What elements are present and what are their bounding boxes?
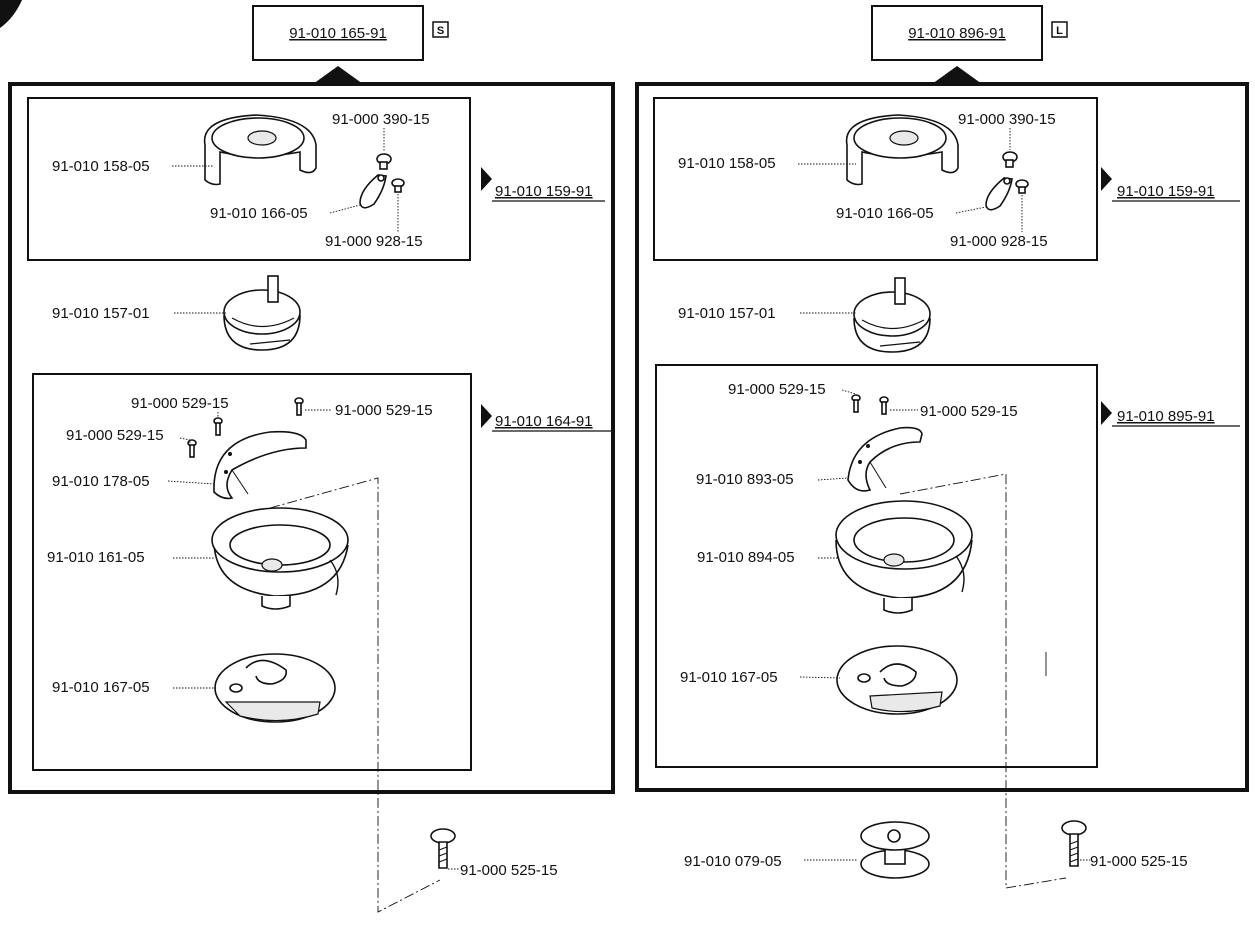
left-hook-label: 91-010 161-05 [47,549,145,566]
right-hook-sub-number: 91-010 895-91 [1117,408,1215,425]
right-hook-part [835,500,973,614]
left-screw-c-label: 91-000 529-15 [66,427,164,444]
right-bolt-label: 91-000 525-15 [1090,853,1188,870]
right-cap-sub-number: 91-010 159-91 [1117,183,1215,200]
right-assembly-number: 91-010 896-91 [908,25,1006,42]
right-hook-label: 91-010 894-05 [697,549,795,566]
corner-mark [0,0,22,28]
left-bolt-label: 91-000 525-15 [460,862,558,879]
left-badge-box [432,21,449,38]
left-cap-sub-pointer [481,167,492,191]
left-basket [223,275,301,351]
right-centerline [899,473,1067,889]
left-bolt [430,828,456,869]
left-hook-sub-number: 91-010 164-91 [495,413,593,430]
left-basket-label: 91-010 157-01 [52,305,150,322]
right-latch [985,177,1013,211]
left-screw-a-label: 91-000 529-15 [131,395,229,412]
left-latch-label: 91-010 166-05 [210,205,308,222]
left-latch [359,174,387,209]
right-basket [853,277,931,353]
right-screw-latch-label: 91-000 928-15 [950,233,1048,250]
right-gib [847,426,923,492]
right-screw-b-label: 91-000 529-15 [920,403,1018,420]
left-cap-sub-number: 91-010 159-91 [495,183,593,200]
right-screw-b [879,396,889,415]
left-centerline [269,477,441,913]
left-cap-part [203,114,317,186]
right-screw-top-label: 91-000 390-15 [958,111,1056,128]
right-gib-label: 91-010 893-05 [696,471,794,488]
left-assembly-number: 91-010 165-91 [289,25,387,42]
right-hook-sub-pointer [1101,401,1112,425]
right-screw-a-label: 91-000 529-15 [728,381,826,398]
right-basket-label: 91-010 157-01 [678,305,776,322]
right-pointer [932,66,982,84]
left-panel: 91-010 165-91 S 91-010 159-91 91-010 158… [8,5,615,913]
left-screw-top-label: 91-000 390-15 [332,111,430,128]
right-screw-latch [1015,179,1029,194]
left-gib-label: 91-010 178-05 [52,473,150,490]
right-badge-box [1051,21,1068,38]
right-screw-a [851,394,861,413]
left-screw-c [187,439,197,458]
left-cap-label: 91-010 158-05 [52,158,150,175]
right-hook-subbox [655,364,1098,768]
left-assembly-box [252,5,424,61]
right-latch-label: 91-010 166-05 [836,205,934,222]
left-screw-latch-label: 91-000 928-15 [325,233,423,250]
left-screw-latch [391,178,405,193]
left-plate [214,653,336,723]
right-bobbin-label: 91-010 079-05 [684,853,782,870]
left-screw-top [376,153,392,170]
right-cap-sub-pointer [1101,167,1112,191]
left-cap-subbox [27,97,471,261]
left-screw-b [294,397,304,416]
right-bobbin [860,821,930,879]
right-bolt [1061,820,1087,867]
left-plate-label: 91-010 167-05 [52,679,150,696]
left-hook-part [211,507,349,610]
left-hook-subbox [32,373,472,771]
left-screw-a [213,417,223,436]
left-badge: S [437,25,444,37]
right-outer-frame [635,82,1249,792]
right-badge: L [1056,25,1063,37]
left-pointer [313,66,363,84]
right-cap-subbox [653,97,1098,261]
left-gib [213,430,307,500]
left-outer-frame [8,82,615,794]
right-assembly-box [871,5,1043,61]
left-hook-sub-pointer [481,404,492,428]
right-panel: 91-010 896-91 L 91-010 159-91 91-010 158… [635,5,1249,889]
right-plate [836,645,958,715]
right-cap-part [845,114,959,186]
right-cap-label: 91-010 158-05 [678,155,776,172]
left-screw-b-label: 91-000 529-15 [335,402,433,419]
right-screw-top [1002,151,1018,168]
right-plate-label: 91-010 167-05 [680,669,778,686]
